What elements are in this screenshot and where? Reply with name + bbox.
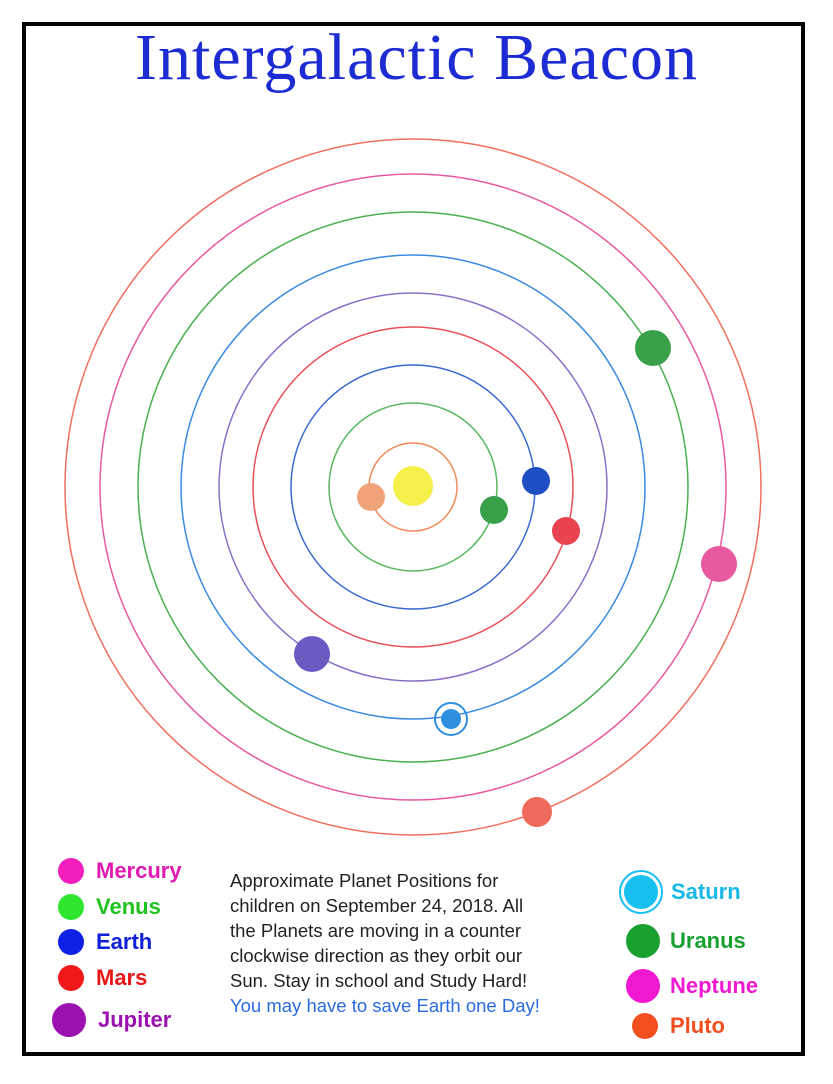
- legend-item-earth: Earth: [58, 929, 152, 955]
- note-line-4: clockwise direction as they orbit our: [230, 945, 523, 966]
- neptune-dot-icon: [626, 969, 660, 1003]
- jupiter-dot-icon: [52, 1003, 86, 1037]
- page-title: Intergalactic Beacon: [135, 21, 698, 94]
- orbit-jupiter: [218, 292, 608, 682]
- planet-jupiter: [294, 636, 330, 672]
- legend-label-jupiter: Jupiter: [98, 1007, 172, 1032]
- legend-item-jupiter: Jupiter: [52, 1003, 171, 1037]
- note-line-2: children on September 24, 2018. All: [230, 895, 524, 916]
- legend-label-pluto: Pluto: [670, 1013, 725, 1038]
- venus-dot-icon: [58, 894, 84, 920]
- legend-item-mars: Mars: [58, 965, 147, 991]
- legend-label-neptune: Neptune: [670, 973, 758, 998]
- planet-pluto: [522, 797, 552, 827]
- planet-mars: [552, 517, 580, 545]
- legend-label-mars: Mars: [96, 965, 148, 990]
- planet-positions-note: Approximate Planet Positions for childre…: [230, 868, 605, 1018]
- saturn-ring-icon: [619, 870, 663, 914]
- legend-item-venus: Venus: [58, 894, 161, 920]
- planet-venus: [480, 496, 508, 524]
- note-line-5: Sun. Stay in school and Study Hard!: [230, 970, 528, 991]
- sun: [393, 466, 433, 506]
- earth-dot-icon: [58, 929, 84, 955]
- legend-label-venus: Venus: [96, 894, 161, 919]
- planet-mercury: [357, 483, 385, 511]
- orbit-mars: [252, 326, 574, 648]
- orbit-venus: [328, 402, 498, 572]
- note-line-3: the Planets are moving in a counter: [230, 920, 522, 941]
- legend-item-saturn: Saturn: [619, 870, 741, 914]
- planet-neptune: [701, 546, 737, 582]
- orbit-uranus: [137, 211, 689, 763]
- planet-uranus: [635, 330, 671, 366]
- orbit-neptune: [99, 173, 727, 801]
- legend-item-neptune: Neptune: [626, 969, 758, 1003]
- uranus-dot-icon: [626, 924, 660, 958]
- legend-label-mercury: Mercury: [96, 858, 182, 883]
- legend-item-uranus: Uranus: [626, 924, 746, 958]
- note-line-6: You may have to save Earth one Day!: [230, 995, 540, 1016]
- planet-saturn: [434, 702, 468, 736]
- mercury-dot-icon: [58, 858, 84, 884]
- planet-earth: [522, 467, 550, 495]
- page-frame: [22, 22, 805, 1056]
- orbit-pluto: [64, 138, 762, 836]
- saturn-dot-icon: [624, 875, 658, 909]
- legend-label-earth: Earth: [96, 929, 153, 954]
- legend-label-uranus: Uranus: [670, 928, 746, 953]
- orbit-saturn: [180, 254, 646, 720]
- pluto-dot-icon: [632, 1013, 658, 1039]
- legend-item-mercury: Mercury: [58, 858, 182, 884]
- legend-label-saturn: Saturn: [671, 879, 741, 904]
- note-line-1: Approximate Planet Positions for: [230, 870, 499, 891]
- legend-item-pluto: Pluto: [632, 1013, 725, 1039]
- mars-dot-icon: [58, 965, 84, 991]
